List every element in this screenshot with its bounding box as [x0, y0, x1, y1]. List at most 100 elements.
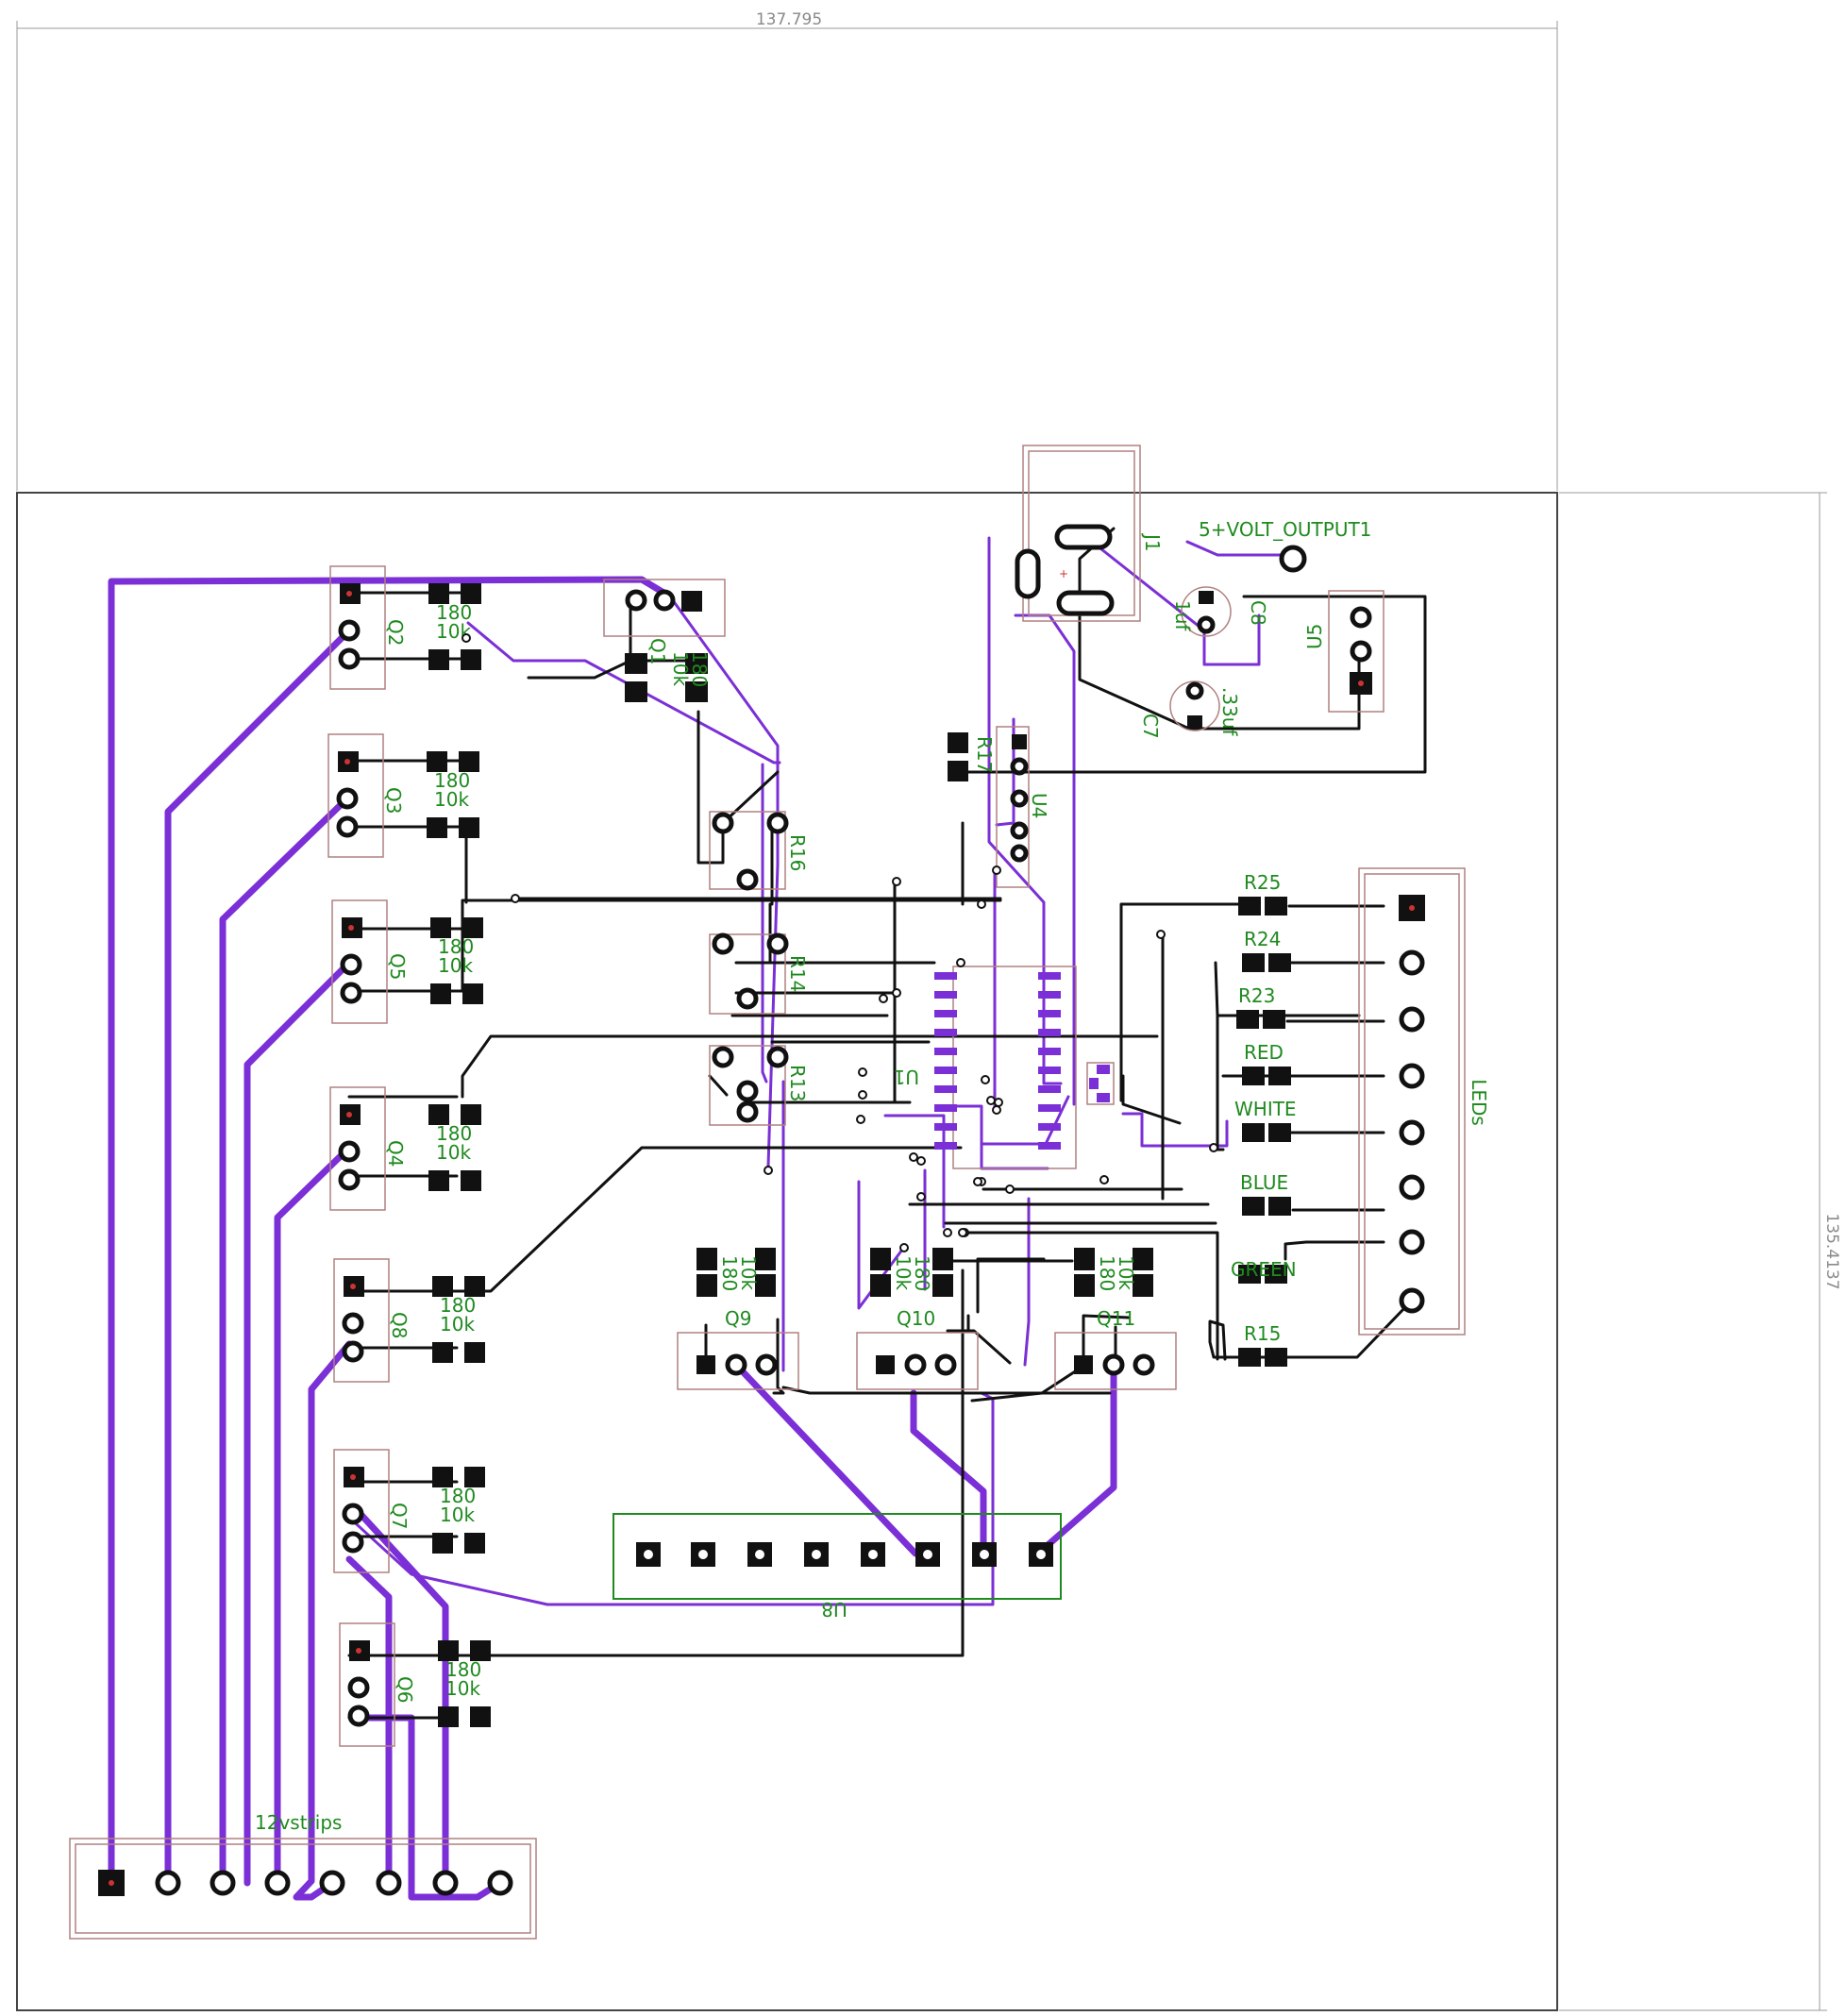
transistor-q10: Q10 10k 180: [856, 1248, 979, 1390]
r16-label: R16: [786, 834, 809, 871]
u5-regulator: U5: [1303, 590, 1384, 713]
r13-label: R13: [786, 1065, 809, 1101]
resistor-white: WHITE: [1234, 1098, 1297, 1142]
r23-label: R23: [1238, 984, 1275, 1007]
transistor-q1: Q1 10k 180: [603, 579, 726, 702]
q9-r-base: 10k: [737, 1255, 760, 1290]
r15-label: R15: [1244, 1322, 1281, 1345]
q9-r-gate: 180: [718, 1255, 741, 1291]
resistor-gate-value: 180: [440, 1485, 476, 1507]
u1-pin-left: [934, 1010, 957, 1017]
resistor-base-value: 10k: [440, 1504, 475, 1526]
led-resistors: R25 R24 R23 RED WHITE BLUE: [1231, 871, 1297, 1367]
u1-pin-right: [1038, 1142, 1061, 1150]
u1-pin-left: [934, 1142, 957, 1150]
resistor-r24: R24: [1242, 928, 1291, 972]
blue-label: BLUE: [1240, 1171, 1288, 1194]
u1-pin-right: [1038, 1048, 1061, 1055]
board-outline: [16, 492, 1558, 2011]
u8-connector: U8: [613, 1513, 1062, 1621]
resistor-red: RED: [1242, 1041, 1291, 1085]
u1-pin-left: [934, 1029, 957, 1036]
strips-connector-label: 12vstrips: [255, 1811, 342, 1834]
green-label: GREEN: [1231, 1258, 1297, 1281]
svg-text:+: +: [1059, 567, 1068, 580]
q10-r-base: 10k: [892, 1255, 915, 1290]
u1-pads-right: [1038, 972, 1061, 1150]
u1-ic: U1: [894, 966, 1077, 1169]
q11-label: Q11: [1097, 1307, 1135, 1330]
u1-pin-right: [1038, 991, 1061, 999]
u8-connector-label: U8: [821, 1598, 847, 1621]
resistor-base-value: 10k: [445, 1677, 480, 1700]
u5-label: U5: [1303, 624, 1326, 649]
resistor-r16: R16: [709, 811, 809, 891]
white-label: WHITE: [1234, 1098, 1297, 1120]
c8-label: C8: [1247, 600, 1269, 626]
q10-label: Q10: [897, 1307, 935, 1330]
u1-pin-right: [1038, 1085, 1061, 1093]
capacitor-c7: C7 .33uf: [1139, 680, 1241, 739]
capacitor-c8: C8 1uf: [1171, 586, 1269, 637]
transistor-label: Q7: [388, 1503, 411, 1529]
power-jack-label: J1: [1141, 532, 1164, 552]
vias: [462, 633, 1218, 1252]
resistor-base-value: 10k: [440, 1313, 475, 1336]
c7-value: .33uf: [1218, 687, 1241, 736]
resistor-gate-value: 180: [445, 1658, 481, 1681]
output-pad-label: 5+VOLT_OUTPUT1: [1199, 518, 1371, 541]
resistor-gate-value: 180: [440, 1294, 476, 1317]
transistor-label: Q2: [384, 619, 407, 646]
q11-r-base: 10k: [1115, 1255, 1137, 1290]
q1-r-gate: 180: [688, 651, 711, 687]
u1-pin-right: [1038, 972, 1061, 980]
u1-pin-left: [934, 1104, 957, 1112]
u1-pin-left: [934, 1067, 957, 1074]
q9-label: Q9: [725, 1307, 751, 1330]
resistor-gate-value: 180: [438, 935, 474, 958]
u1-pin-right: [1038, 1123, 1061, 1131]
transistor-label: Q6: [394, 1676, 416, 1703]
u1-label: U1: [894, 1066, 919, 1088]
transistor-q3-small: [1086, 1062, 1115, 1105]
resistor-r13: R13: [709, 1045, 809, 1126]
u4-label: U4: [1028, 793, 1050, 818]
resistor-blue: BLUE: [1240, 1171, 1291, 1216]
power-jack: J1 +: [1015, 445, 1164, 622]
resistor-r25: R25: [1238, 871, 1287, 916]
r17-label: R17: [973, 736, 996, 773]
u1-pin-right: [1038, 1029, 1061, 1036]
width-dimension-label: 137.795: [756, 10, 822, 29]
transistor-label: Q4: [384, 1140, 407, 1167]
height-dimension-label: 135.4137: [1822, 1213, 1841, 1289]
left-transistors: Q218010kQ318010kQ518010kQ418010kQ818010k…: [327, 565, 491, 1747]
height-dimension: 135.4137: [1559, 492, 1841, 2011]
resistor-base-value: 10k: [438, 954, 473, 977]
resistor-r15: R15: [1238, 1322, 1287, 1367]
q1-r-base: 10k: [669, 651, 692, 686]
q10-r-gate: 180: [911, 1255, 933, 1291]
resistor-r23: R23: [1236, 984, 1285, 1029]
r25-label: R25: [1244, 871, 1281, 894]
resistor-base-value: 10k: [436, 1141, 471, 1164]
u1-pin-right: [1038, 1104, 1061, 1112]
u1-pin-left: [934, 1048, 957, 1055]
u1-pin-right: [1038, 1067, 1061, 1074]
u1-pin-right: [1038, 1010, 1061, 1017]
strips-connector: 12vstrips: [69, 1811, 537, 1940]
output-pad: 5+VOLT_OUTPUT1: [1199, 518, 1371, 573]
u1-pin-left: [934, 972, 957, 980]
strips-pads: [98, 1870, 513, 1896]
u1-pin-left: [934, 1123, 957, 1131]
resistor-r14: R14: [709, 932, 809, 1015]
width-dimension: 137.795: [16, 10, 1558, 491]
resistor-gate-value: 180: [436, 601, 472, 624]
